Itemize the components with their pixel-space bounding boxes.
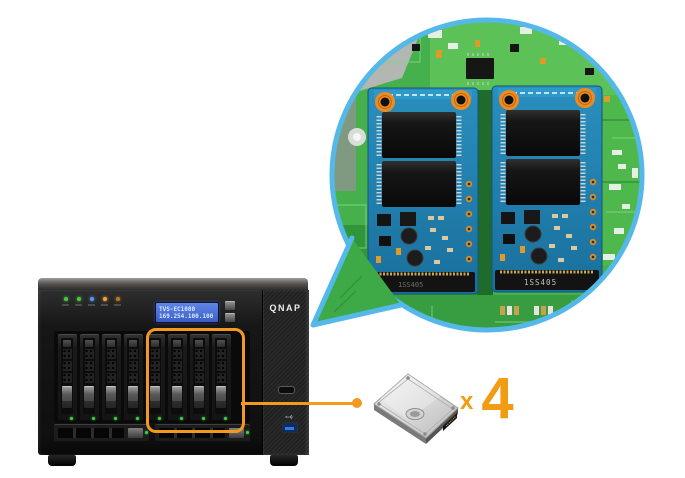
status-led-esata: [101, 297, 108, 306]
lcd-line1: TVS-EC1080: [159, 306, 196, 313]
lcd-buttons: [225, 301, 235, 325]
lcd-display: TVS-EC1080 169.254.100.100: [155, 302, 219, 323]
nas-foot-right: [270, 455, 298, 466]
nas-front-panel: QNAP TVS-EC1080 169.254.100.100: [38, 290, 309, 455]
ssd-illustration: [373, 373, 459, 444]
drive-tray-5: [146, 334, 165, 420]
status-led-10gbe: [114, 297, 121, 306]
usb-icon: [285, 414, 293, 420]
nas-device: QNAP TVS-EC1080 169.254.100.100: [38, 278, 309, 468]
nas-top-face: [38, 278, 308, 291]
lcd-enter-button: [225, 301, 235, 310]
quantity-prefix: x: [460, 388, 474, 415]
connector-dot: [352, 398, 362, 408]
drive-tray-1: [58, 334, 77, 420]
highlight-box: [146, 328, 245, 433]
drive-tray-8: [212, 334, 231, 420]
connector-line: [241, 402, 355, 405]
drive-tray-2: [80, 334, 99, 420]
quantity-label: x 4: [460, 368, 514, 430]
ssd-top-face: [373, 373, 459, 439]
drive-tray-7: [190, 334, 209, 420]
status-led-lan: [75, 297, 82, 306]
module-marking-right: 1SS405: [524, 278, 557, 287]
module-marking-left: 1SS405: [398, 281, 423, 289]
lcd-select-button: [225, 313, 235, 322]
ssd-side-left: [374, 404, 426, 444]
status-led-usb: [88, 297, 95, 306]
status-led-status: [62, 297, 69, 306]
ssd-side-right: [426, 408, 458, 444]
ssd-sata-connector: [443, 413, 457, 431]
callout-tail-border: [310, 235, 404, 328]
vertical-bay-row: [54, 331, 250, 423]
quantity-value: 4: [481, 366, 514, 431]
status-led-row: [62, 297, 121, 306]
qnap-logo: QNAP: [269, 303, 302, 313]
usb3-port: [282, 422, 298, 433]
drive-tray-horizontal-1: [54, 424, 149, 441]
drive-tray-4: [124, 334, 143, 420]
drive-tray-3: [102, 334, 121, 420]
power-button: [278, 386, 295, 394]
drive-tray-6: [168, 334, 187, 420]
callout-ring: [329, 17, 645, 333]
lcd-line2: 169.254.100.100: [159, 313, 214, 320]
nas-foot-left: [48, 455, 76, 466]
